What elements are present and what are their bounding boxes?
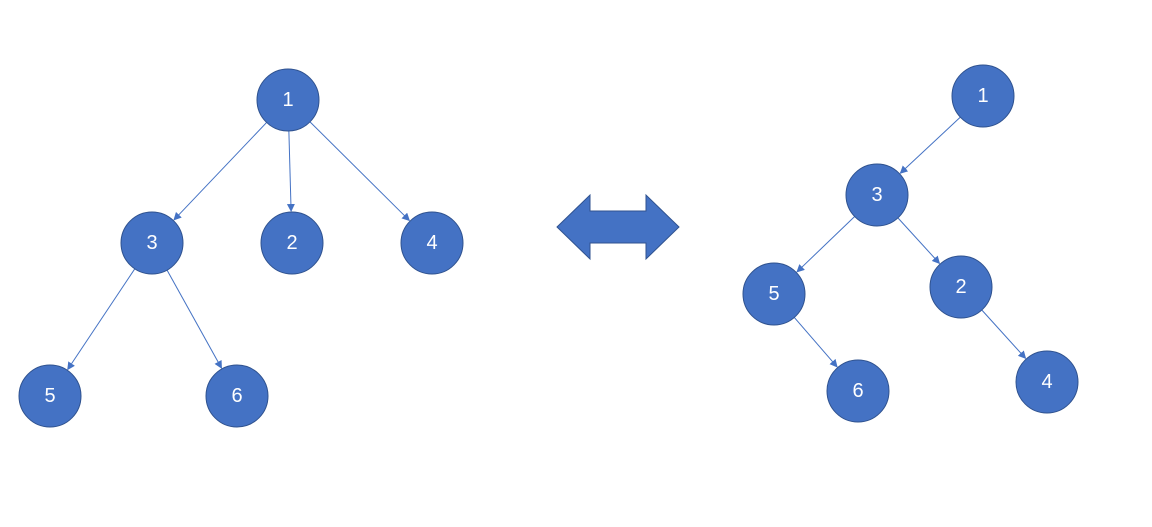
edge-arrow [981,309,1027,360]
tree-node: 3 [120,211,184,275]
tree-node: 5 [742,262,806,326]
general-tree: 1 3 2 4 5 6 [18,68,464,428]
node-label: 4 [426,232,437,254]
tree-node: 2 [929,255,993,319]
tree-node: 3 [845,163,909,227]
edge-arrow [286,130,295,213]
general-tree-edges [67,121,411,371]
tree-node: 6 [826,359,890,423]
tree-node: 4 [400,211,464,275]
edge-arrow [166,269,222,369]
edge-arrow [173,122,267,221]
edge-arrow [899,116,961,174]
edge-arrow [793,317,838,368]
tree-node: 6 [205,364,269,428]
tree-node: 1 [951,64,1015,128]
edge-arrow [796,216,855,273]
node-label: 3 [871,184,882,206]
tree-node: 1 [256,68,320,132]
node-label: 2 [286,232,297,254]
tree-node: 5 [18,364,82,428]
node-label: 3 [146,232,157,254]
node-label: 5 [44,385,55,407]
edge-arrow [309,121,411,222]
tree-node: 2 [260,211,324,275]
node-label: 5 [768,283,779,305]
binary-tree-edges [793,116,1027,368]
edge-arrow [67,268,136,371]
node-label: 1 [977,85,988,107]
edge-arrow [897,217,941,265]
node-label: 1 [282,89,293,111]
node-label: 4 [1041,371,1052,393]
node-label: 6 [852,380,863,402]
node-label: 2 [955,276,966,298]
double-arrow-icon [556,193,680,261]
binary-tree: 1 3 5 2 6 4 [742,64,1079,423]
tree-node: 4 [1015,350,1079,414]
node-label: 6 [231,385,242,407]
